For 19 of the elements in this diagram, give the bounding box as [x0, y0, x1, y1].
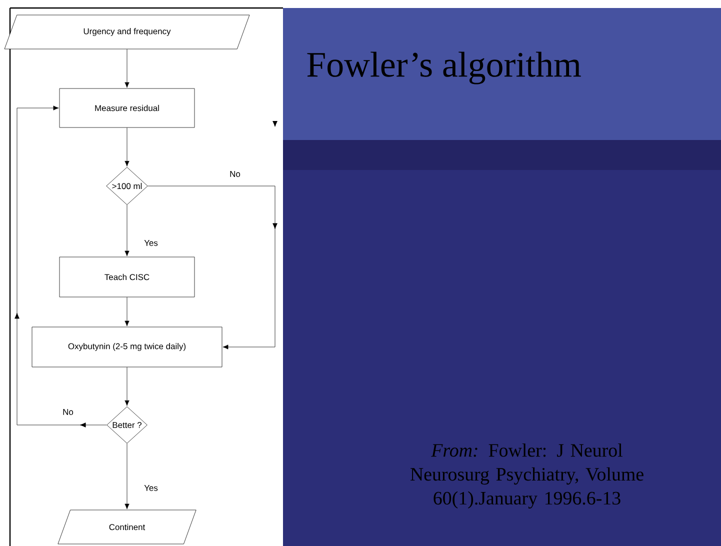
- edge-label: No: [62, 408, 74, 416]
- edge-label: No: [228, 170, 242, 178]
- edge-label: Yes: [143, 239, 159, 247]
- citation: From: Fowler: J Neurol Neurosurg Psychiatry, Volume 60(1).January 1996.6-13: [410, 443, 644, 508]
- edge-label: Yes: [143, 484, 159, 492]
- arrow: [124, 49, 130, 88]
- process-box: Oxybutynin (2-5 mg twice daily): [32, 326, 222, 368]
- process-box: Teach CISC: [59, 256, 195, 298]
- arrow: [124, 128, 130, 166]
- slide-title: Fowler’s algorithm: [307, 52, 581, 84]
- io-parallelogram: Urgency and frequency: [4, 14, 250, 50]
- io-parallelogram: Continent: [58, 510, 196, 544]
- arrow: [124, 204, 130, 256]
- arrow: [124, 443, 130, 510]
- process-box: Measure residual: [59, 88, 195, 128]
- arrow: [148, 121, 278, 350]
- arrow: [124, 297, 130, 326]
- arrow: [124, 367, 130, 406]
- arrow: [14, 106, 107, 428]
